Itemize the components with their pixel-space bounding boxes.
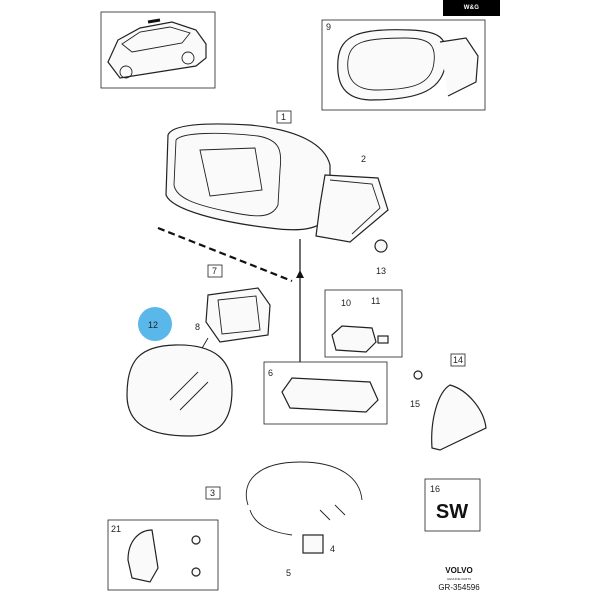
part-12-mirror-glass: [126, 344, 233, 437]
callout-10: 10: [341, 298, 351, 308]
callout-8: 8: [195, 322, 200, 332]
sw-label: SW: [436, 501, 468, 523]
callout-1: 1: [281, 112, 286, 122]
brand-badge-text: W&G: [463, 5, 480, 11]
assembly-line: [157, 226, 293, 283]
part-14-cover: [431, 384, 487, 451]
part-4-connector: [302, 534, 324, 554]
part-16-box: [424, 478, 481, 532]
brand-name: VOLVO: [445, 566, 472, 575]
callout-2: 2: [361, 154, 366, 164]
callout-16: 16: [430, 484, 440, 494]
callout-7: 7: [212, 266, 217, 276]
part-3-wiring: [245, 461, 363, 554]
mirror-assembly: [165, 123, 389, 243]
brand-badge: W&G: [443, 0, 500, 16]
callout-4: 4: [330, 544, 335, 554]
callout-13: 13: [376, 266, 386, 276]
callout-15: 15: [410, 399, 420, 409]
brand-tagline: GENUINE PARTS: [447, 577, 471, 581]
diagram-code: GR-354596: [438, 583, 480, 592]
part-21-box: [107, 519, 219, 591]
part-13-nut: [374, 239, 388, 253]
part-10-11-box: [324, 289, 403, 358]
callout-11: 11: [371, 296, 380, 306]
callout-14: 14: [453, 355, 463, 365]
part-6-lamp-box: [263, 361, 388, 425]
callout-12: 12: [148, 320, 158, 330]
part-7-motor: [205, 287, 271, 343]
car-overview: [100, 11, 216, 89]
callout-5: 5: [286, 568, 291, 578]
part-15-screw: [413, 370, 423, 380]
callout-9: 9: [326, 22, 331, 32]
callout-21: 21: [111, 524, 121, 534]
callout-3: 3: [210, 488, 215, 498]
highlight-circle: [138, 307, 172, 341]
callout-6: 6: [268, 368, 273, 378]
part-9-housing: 9: [321, 19, 486, 111]
